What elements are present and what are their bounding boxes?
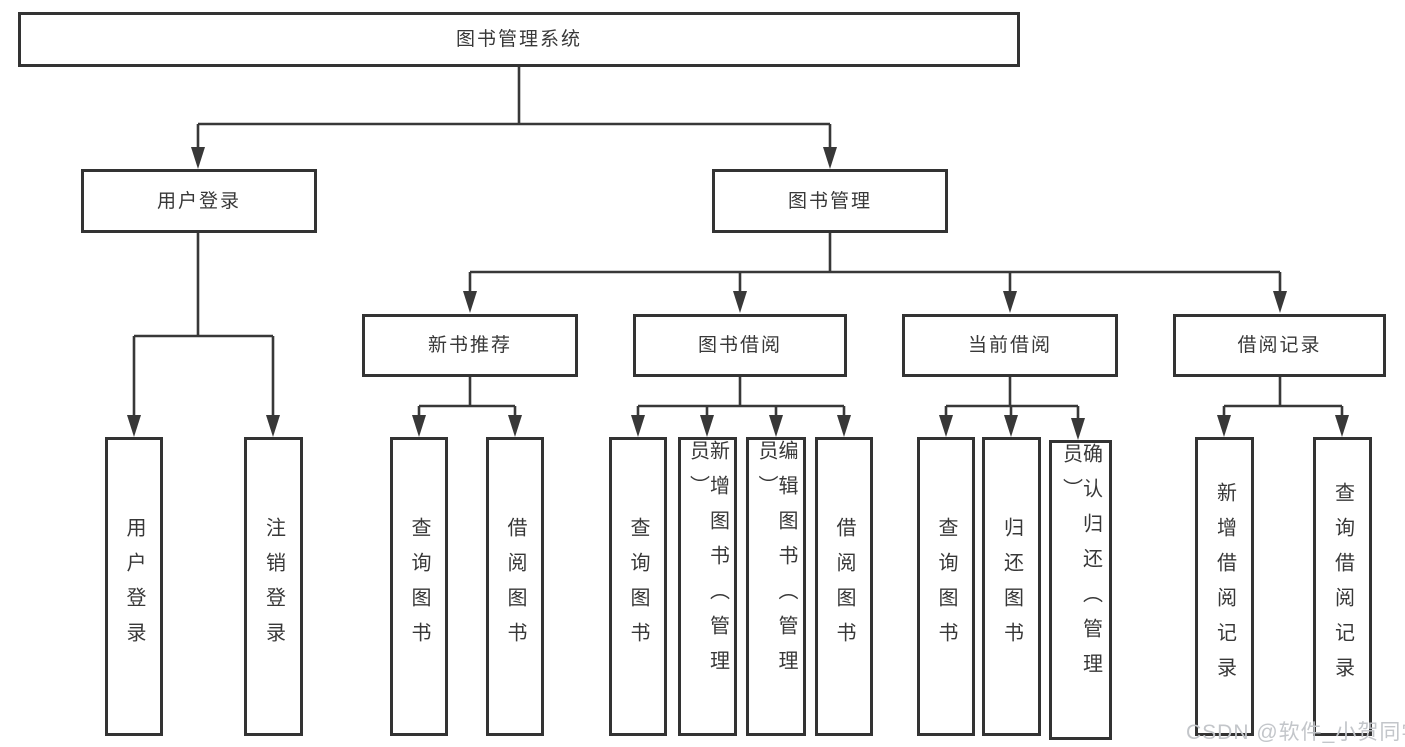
node-borrowing-records: 借阅记录: [1173, 314, 1386, 377]
arrowhead-icon: [1004, 415, 1018, 437]
node-book-management: 图书管理: [712, 169, 948, 233]
arrowhead-icon: [700, 415, 714, 437]
arrowhead-icon: [508, 415, 522, 437]
leaf-query-books-recommendation: 查询图书: [390, 437, 448, 736]
arrowhead-icon: [631, 415, 645, 437]
leaf-user-login: 用户登录: [105, 437, 163, 736]
leaf-confirm-return-admin: 确认归还（管理员）: [1049, 440, 1112, 740]
arrowhead-icon: [1273, 291, 1287, 313]
node-book-borrowing: 图书借阅: [633, 314, 847, 377]
node-new-book-recommendation: 新书推荐: [362, 314, 578, 377]
node-current-borrowing: 当前借阅: [902, 314, 1118, 377]
arrowhead-icon: [939, 415, 953, 437]
leaf-add-book-admin: 新增图书（管理员）: [678, 437, 737, 736]
arrowhead-icon: [191, 147, 205, 169]
arrowhead-icon: [463, 291, 477, 313]
arrowhead-icon: [823, 147, 837, 169]
watermark: CSDN @软件_小贺同学: [1186, 721, 1405, 744]
arrowhead-icon: [769, 415, 783, 437]
leaf-edit-book-admin: 编辑图书（管理员）: [746, 437, 806, 736]
arrowhead-icon: [1335, 415, 1349, 437]
leaf-query-books-borrowing: 查询图书: [609, 437, 667, 736]
arrowhead-icon: [412, 415, 426, 437]
leaf-return-books: 归还图书: [982, 437, 1041, 736]
leaf-query-borrow-record: 查询借阅记录: [1313, 437, 1372, 736]
leaf-borrow-books-borrowing: 借阅图书: [815, 437, 873, 736]
arrowhead-icon: [837, 415, 851, 437]
leaf-add-borrow-record: 新增借阅记录: [1195, 437, 1254, 736]
leaf-query-books-current: 查询图书: [917, 437, 975, 736]
arrowhead-icon: [1071, 418, 1085, 440]
node-user-login: 用户登录: [81, 169, 317, 233]
arrowhead-icon: [127, 415, 141, 437]
arrowhead-icon: [1003, 291, 1017, 313]
arrowhead-icon: [733, 291, 747, 313]
arrowhead-icon: [266, 415, 280, 437]
leaf-logout: 注销登录: [244, 437, 303, 736]
arrowhead-icon: [1217, 415, 1231, 437]
leaf-borrow-books-recommendation: 借阅图书: [486, 437, 544, 736]
node-root-library-management-system: 图书管理系统: [18, 12, 1020, 67]
